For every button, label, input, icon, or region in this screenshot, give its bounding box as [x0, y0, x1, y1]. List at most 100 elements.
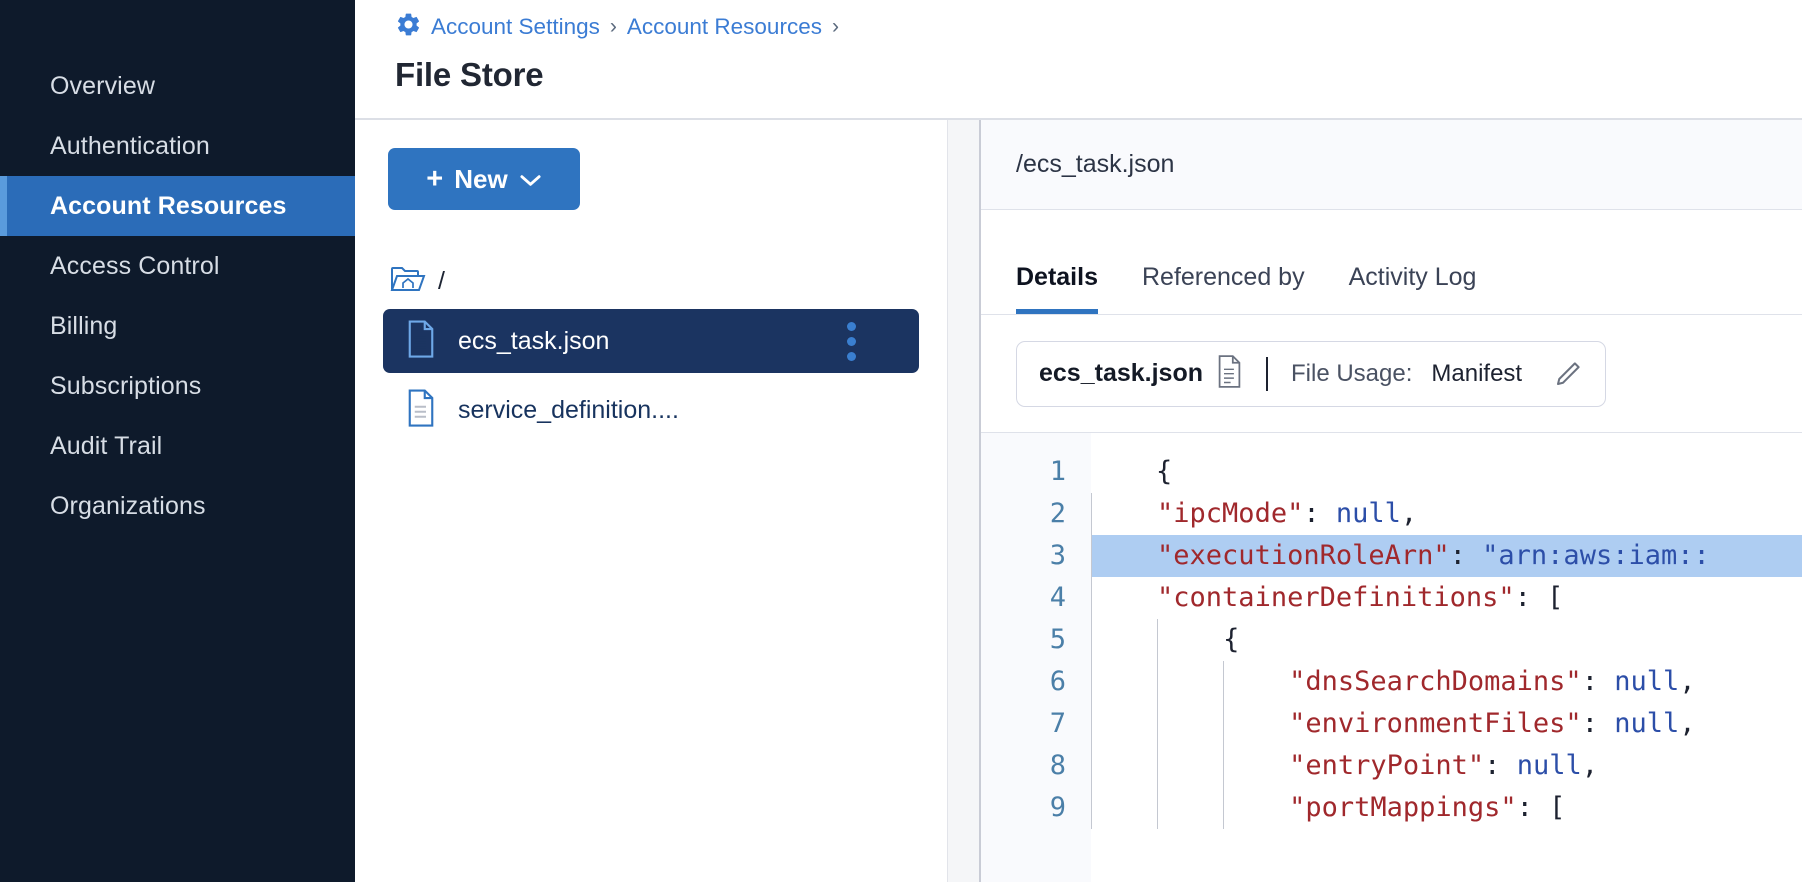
indent-guide: [1223, 703, 1289, 745]
code-token: {: [1223, 624, 1240, 655]
pencil-icon[interactable]: [1553, 359, 1583, 389]
indent-guide: [1223, 745, 1289, 787]
body-split: + New: [355, 120, 1802, 882]
indent-guide: [1091, 787, 1157, 829]
page-title: File Store: [395, 56, 544, 93]
sidebar-item-label: Account Resources: [50, 191, 287, 220]
tab-label: Activity Log: [1348, 263, 1477, 291]
code-line: "dnsSearchDomains": null,: [1091, 661, 1802, 703]
line-number: 8: [1049, 750, 1066, 781]
code-content[interactable]: { "ipcMode": null, "executionRoleArn": "…: [1091, 433, 1802, 882]
code-token: ,: [1581, 750, 1598, 781]
usage-label: File Usage:: [1291, 359, 1413, 387]
code-token: "executionRoleArn": [1157, 540, 1450, 571]
code-token: :: [1449, 540, 1483, 571]
sidebar-item-billing[interactable]: Billing: [0, 296, 355, 356]
file-row[interactable]: service_definition....: [383, 378, 919, 442]
line-number: 1: [1049, 456, 1066, 487]
sidebar-item-label: Organizations: [50, 491, 206, 520]
file-icon: [406, 319, 436, 363]
breadcrumb-separator: ›: [609, 15, 617, 38]
kebab-menu-icon[interactable]: [847, 321, 856, 361]
code-token: "environmentFiles": [1289, 708, 1582, 739]
code-token: "ipcMode": [1157, 498, 1304, 529]
indent-guide: [1157, 745, 1223, 787]
indent-guide: [1091, 661, 1157, 703]
file-icon: [406, 388, 436, 432]
sidebar-item-audit-trail[interactable]: Audit Trail: [0, 416, 355, 476]
sidebar-item-label: Audit Trail: [50, 431, 163, 460]
code-token: {: [1156, 456, 1173, 487]
tab-referenced-by[interactable]: Referenced by: [1142, 263, 1305, 314]
indent-guide: [1091, 451, 1156, 493]
main-area: Account Settings › Account Resources › F…: [355, 0, 1802, 882]
file-path-text: /ecs_task.json: [1016, 150, 1175, 178]
code-token: null: [1516, 750, 1582, 781]
indent-guide: [1157, 619, 1223, 661]
file-usage-card: ecs_task.json File Usage: Manifest: [1016, 340, 1607, 407]
indent-guide: [1091, 745, 1157, 787]
sidebar-item-overview[interactable]: Overview: [0, 56, 355, 116]
code-token: null: [1614, 666, 1680, 697]
sidebar-item-access-control[interactable]: Access Control: [0, 236, 355, 296]
indent-guide: [1091, 535, 1157, 577]
tree-root-label: /: [438, 266, 445, 295]
code-token: "entryPoint": [1289, 750, 1485, 781]
detail-tabs: Details Referenced by Activity Log: [981, 210, 1802, 315]
code-token: "containerDefinitions": [1157, 582, 1515, 613]
sidebar-item-authentication[interactable]: Authentication: [0, 116, 355, 176]
code-token: "dnsSearchDomains": [1289, 666, 1582, 697]
code-token: ,: [1679, 708, 1696, 739]
breadcrumb-item-account-resources[interactable]: Account Resources: [626, 14, 822, 39]
breadcrumb-separator-trailing: ›: [831, 15, 839, 38]
indent-guide: [1091, 619, 1157, 661]
file-row[interactable]: ecs_task.json: [383, 309, 919, 373]
line-number: 2: [1049, 498, 1066, 529]
indent-guide: [1157, 787, 1223, 829]
card-divider: [1266, 356, 1268, 391]
sidebar-item-label: Authentication: [50, 131, 210, 160]
file-tree-panel: + New: [355, 120, 947, 882]
code-token: null: [1614, 708, 1680, 739]
sidebar-item-subscriptions[interactable]: Subscriptions: [0, 356, 355, 416]
panel-splitter[interactable]: [947, 120, 981, 882]
sidebar-item-account-resources[interactable]: Account Resources: [0, 176, 355, 236]
code-token: :: [1484, 750, 1517, 781]
code-line: "environmentFiles": null,: [1091, 703, 1802, 745]
code-token: ,: [1400, 498, 1418, 529]
tab-activity-log[interactable]: Activity Log: [1349, 263, 1477, 314]
code-line: {: [1091, 619, 1802, 661]
document-lines-icon: [1216, 354, 1243, 393]
line-number: 7: [1049, 708, 1066, 739]
tree-root-folder[interactable]: /: [355, 258, 947, 304]
breadcrumb-item-account-settings[interactable]: Account Settings: [431, 14, 600, 39]
code-token: :: [1303, 498, 1336, 529]
file-path-bar: /ecs_task.json: [981, 120, 1802, 210]
tab-label: Details: [1016, 263, 1098, 291]
indent-guide: [1091, 577, 1157, 619]
indent-guide: [1091, 703, 1157, 745]
code-line: {: [1091, 451, 1802, 493]
sidebar-item-label: Access Control: [50, 251, 220, 280]
indent-guide: [1223, 661, 1289, 703]
file-usage-area: ecs_task.json File Usage: Manifest: [981, 315, 1802, 433]
sidebar-item-label: Subscriptions: [50, 371, 202, 400]
code-token: :: [1581, 666, 1615, 697]
line-number: 5: [1049, 624, 1066, 655]
sidebar-item-organizations[interactable]: Organizations: [0, 476, 355, 536]
code-line: "portMappings": [: [1091, 787, 1802, 829]
code-token: "portMappings": [1289, 792, 1517, 823]
new-button[interactable]: + New: [388, 148, 580, 210]
page-header: Account Settings › Account Resources › F…: [355, 0, 1802, 120]
code-line: "containerDefinitions": [: [1091, 577, 1802, 619]
code-token: "arn:aws:iam::: [1482, 540, 1710, 571]
file-detail-panel: /ecs_task.json Details Referenced by Activ…: [981, 120, 1802, 882]
indent-guide: [1091, 493, 1157, 535]
line-number: 6: [1049, 666, 1066, 697]
tab-details[interactable]: Details: [1016, 263, 1098, 314]
